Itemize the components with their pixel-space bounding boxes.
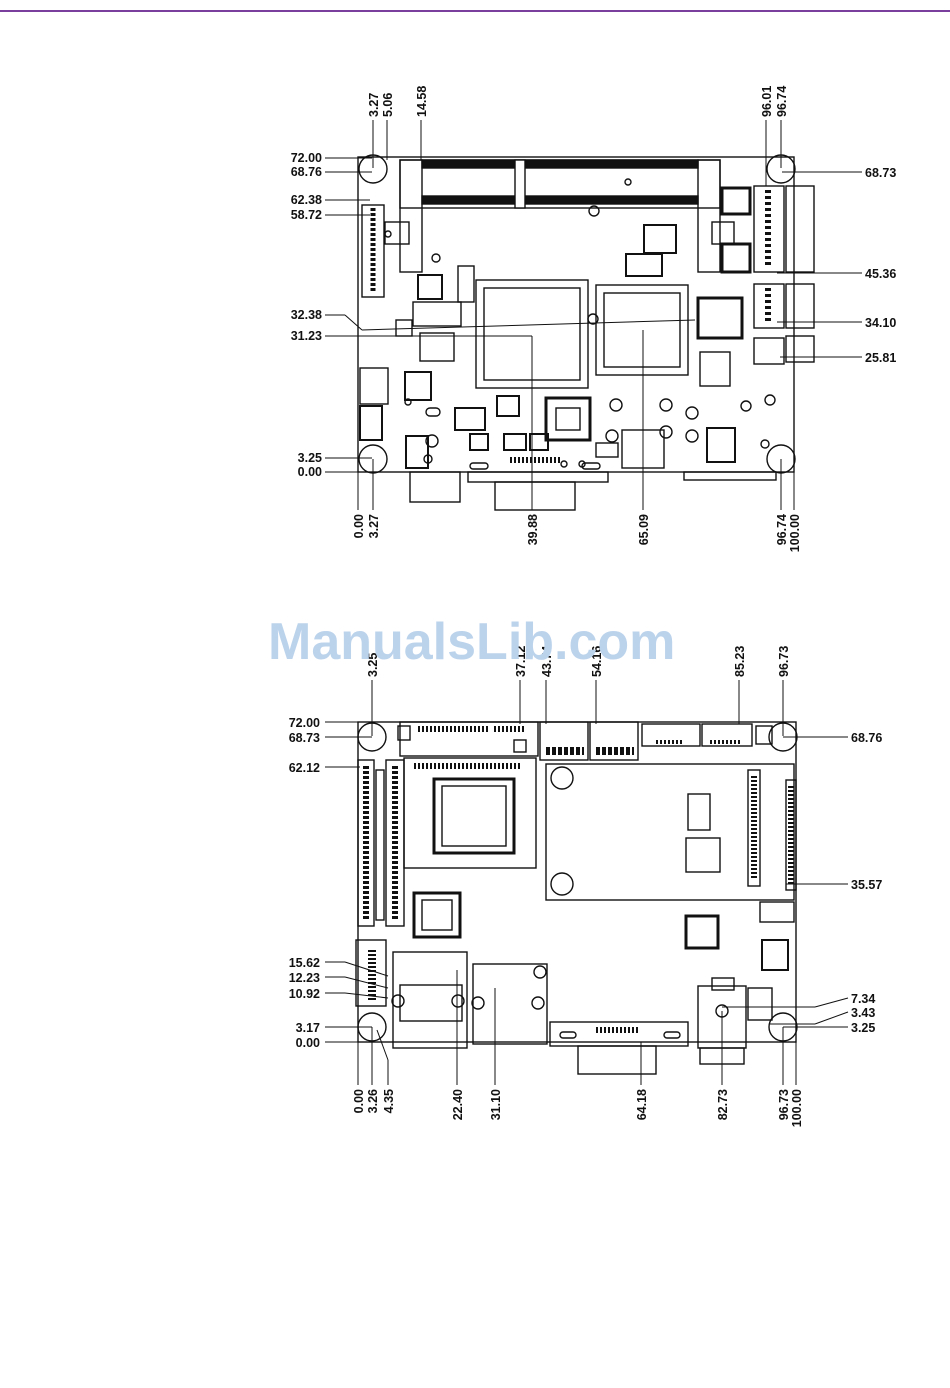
top-left-label: 72.00	[291, 151, 322, 165]
watermark-text: ManualsLib.com	[268, 613, 676, 671]
top-bottom-label: 3.27	[367, 514, 381, 538]
bottom-top-connectors	[397, 721, 773, 761]
bottom-left-label: 0.00	[296, 1036, 320, 1050]
bottom-board-outline	[357, 721, 797, 1043]
top-top-label: 96.01	[760, 86, 774, 117]
bottom-bottom-label: 0.00	[352, 1089, 366, 1113]
top-bottom-io	[409, 457, 777, 511]
top-bottom-label: 39.88	[526, 514, 540, 545]
top-left-label: 68.76	[291, 165, 322, 179]
bottom-lan-ports	[391, 951, 548, 1049]
top-left-label: 0.00	[298, 465, 322, 479]
bottom-bottom-label: 82.73	[716, 1089, 730, 1120]
bottom-vga-port	[549, 1021, 689, 1075]
bottom-left-slots	[357, 759, 405, 927]
header-rule	[0, 10, 950, 12]
top-bottom-label: 65.09	[637, 514, 651, 545]
top-board-drawing: 72.00 68.76 62.38 58.72 32.38 31.23 3.25…	[291, 86, 897, 553]
bottom-dimension-lines	[325, 680, 849, 1085]
bottom-left-label: 12.23	[289, 971, 320, 985]
top-top-label: 14.58	[415, 86, 429, 117]
bottom-left-label: 72.00	[289, 716, 320, 730]
bottom-top-label: 3.25	[366, 653, 380, 677]
top-right-label: 68.73	[865, 166, 896, 180]
bottom-left-label: 62.12	[289, 761, 320, 775]
bottom-bottom-label: 96.73	[777, 1089, 791, 1120]
bottom-right-label: 7.34	[851, 992, 875, 1006]
top-top-label: 96.74	[775, 86, 789, 117]
bottom-right-label: 3.43	[851, 1006, 875, 1020]
top-left-label: 62.38	[291, 193, 322, 207]
bottom-chip-module	[403, 757, 537, 869]
bottom-bottom-label: 22.40	[451, 1089, 465, 1120]
top-chipset	[595, 284, 689, 376]
top-left-label: 3.25	[298, 451, 322, 465]
top-top-label: 5.06	[381, 93, 395, 117]
bottom-bottom-label: 100.00	[790, 1089, 804, 1127]
bottom-left-label: 3.17	[296, 1021, 320, 1035]
bottom-mini-card	[545, 763, 797, 901]
top-right-label: 45.36	[865, 267, 896, 281]
bottom-top-label: 96.73	[777, 646, 791, 677]
top-right-connectors	[753, 185, 815, 365]
bottom-top-label: 54.16	[590, 646, 604, 677]
top-left-label: 32.38	[291, 308, 322, 322]
bottom-left-label: 10.92	[289, 987, 320, 1001]
bottom-top-label: 37.12	[514, 646, 528, 677]
bottom-left-label: 15.62	[289, 956, 320, 970]
top-right-label: 25.81	[865, 351, 896, 365]
bottom-board-drawing: 72.00 68.73 62.12 15.62 12.23 10.92 3.17…	[289, 646, 883, 1128]
bottom-right-label: 68.76	[851, 731, 882, 745]
bottom-top-label: 43.74	[540, 646, 554, 677]
top-bottom-label: 96.74	[775, 514, 789, 545]
bottom-bottom-label: 4.35	[382, 1089, 396, 1113]
bottom-right-label: 3.25	[851, 1021, 875, 1035]
bottom-bottom-label: 31.10	[489, 1089, 503, 1120]
bottom-bottom-label: 64.18	[635, 1089, 649, 1120]
top-left-header	[361, 204, 385, 298]
bottom-top-label: 85.23	[733, 646, 747, 677]
bottom-power-jack	[697, 977, 773, 1065]
top-bottom-label: 100.00	[788, 514, 802, 552]
top-sodimm-slot	[399, 159, 721, 273]
top-top-label: 3.27	[367, 93, 381, 117]
top-dimension-lines	[325, 120, 862, 510]
top-left-label: 58.72	[291, 208, 322, 222]
bottom-right-label: 35.57	[851, 878, 882, 892]
top-right-label: 34.10	[865, 316, 896, 330]
bottom-bottom-label: 3.26	[366, 1089, 380, 1113]
bottom-left-label: 68.73	[289, 731, 320, 745]
bottom-audio-stack	[355, 939, 387, 1007]
top-bottom-label: 0.00	[352, 514, 366, 538]
top-left-label: 31.23	[291, 329, 322, 343]
